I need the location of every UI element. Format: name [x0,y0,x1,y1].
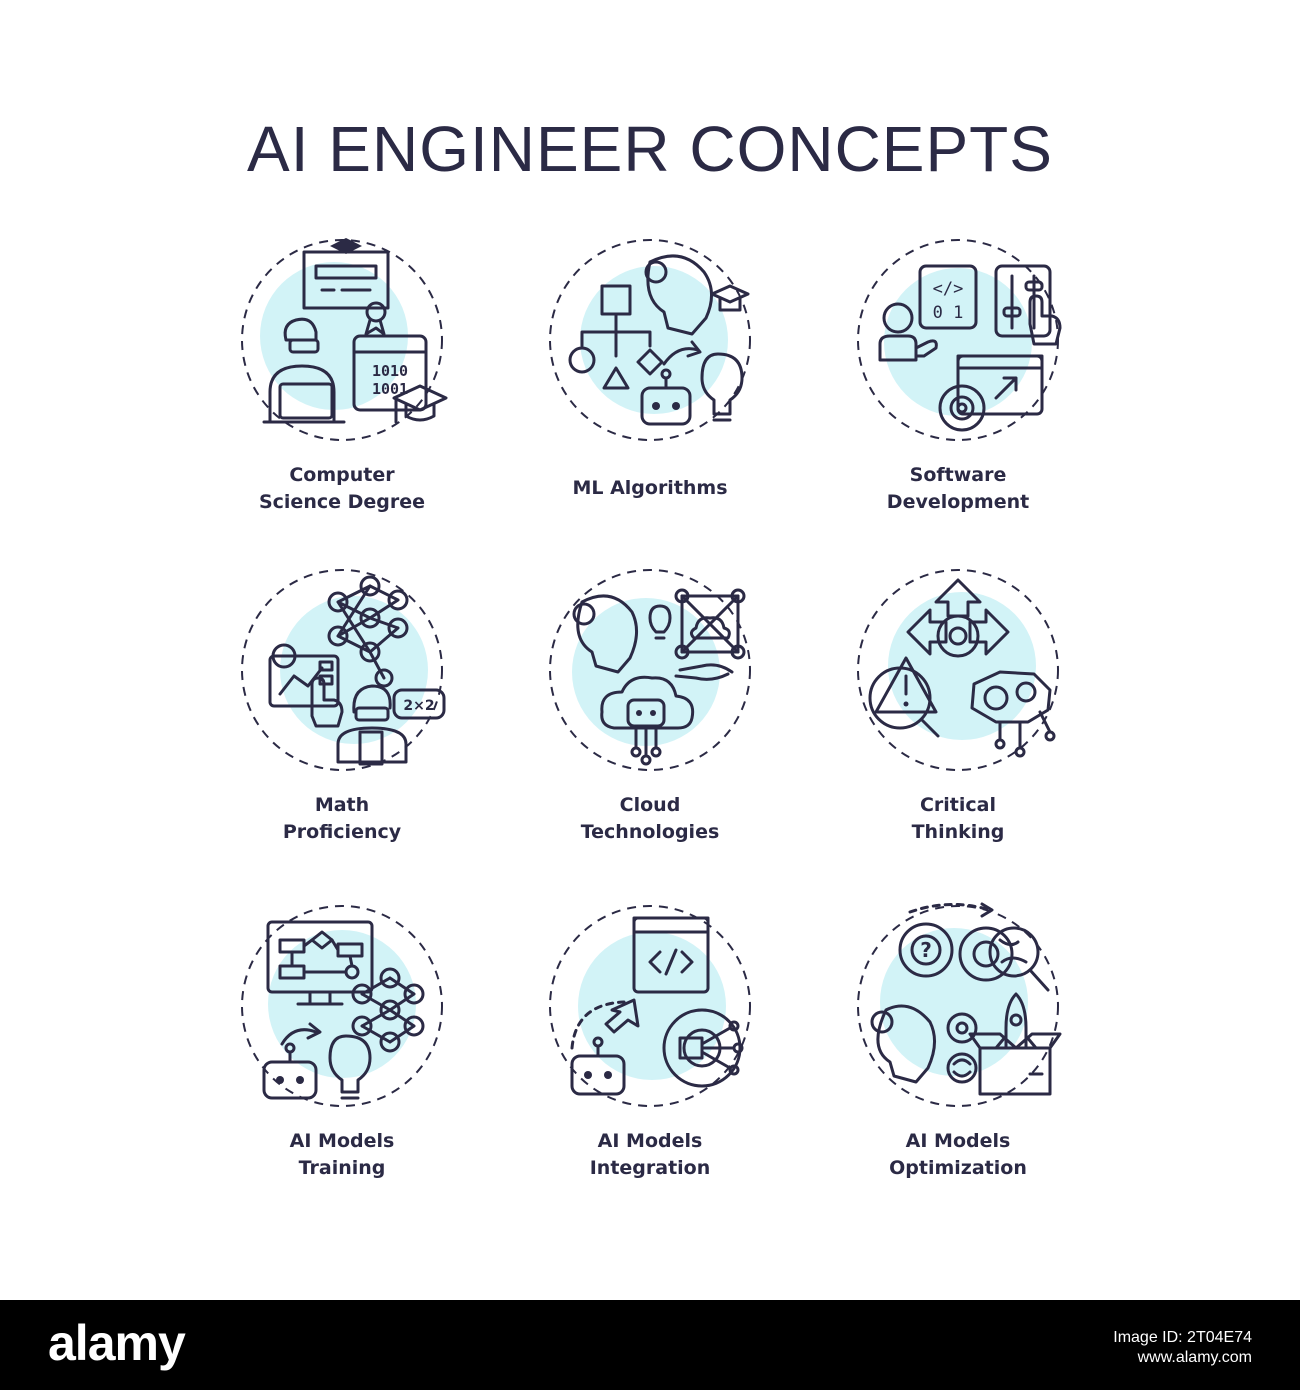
footer-info: Image ID: 2T04E74 www.alamy.com [1113,1328,1252,1368]
svg-text:?: ? [920,938,932,962]
model-optimization-icon: ? [857,902,1062,1107]
concept-label: ML Algorithms [572,477,728,499]
critical-thinking-icon [857,569,1059,771]
software-dev-icon: </> 0 1 [857,239,1062,441]
model-integration-icon [549,905,751,1107]
code-digits-text: 0 1 [933,303,964,323]
site-url-text: www.alamy.com [1137,1349,1252,1366]
math-bubble-text: 2×2 [403,698,434,714]
model-training-icon [241,905,443,1107]
page-title: AI ENGINEER CONCEPTS [247,113,1053,185]
binary-bottom-text: 1001 [372,380,408,398]
cloud-robot-icon [549,569,751,771]
image-id-text: Image ID: 2T04E74 [1113,1329,1252,1346]
code-tag-text: </> [933,279,964,299]
concept-ml-algorithms: ML Algorithms [520,232,780,532]
footer-bar: alamy Image ID: 2T04E74 www.alamy.com [0,1300,1300,1390]
ml-flowchart-icon [549,239,751,441]
graduate-laptop-icon: 1010 1001 [241,238,448,441]
footer-logo: alamy [48,1315,186,1371]
math-network-icon: 2×2 [241,569,446,771]
binary-top-text: 1010 [372,362,408,380]
